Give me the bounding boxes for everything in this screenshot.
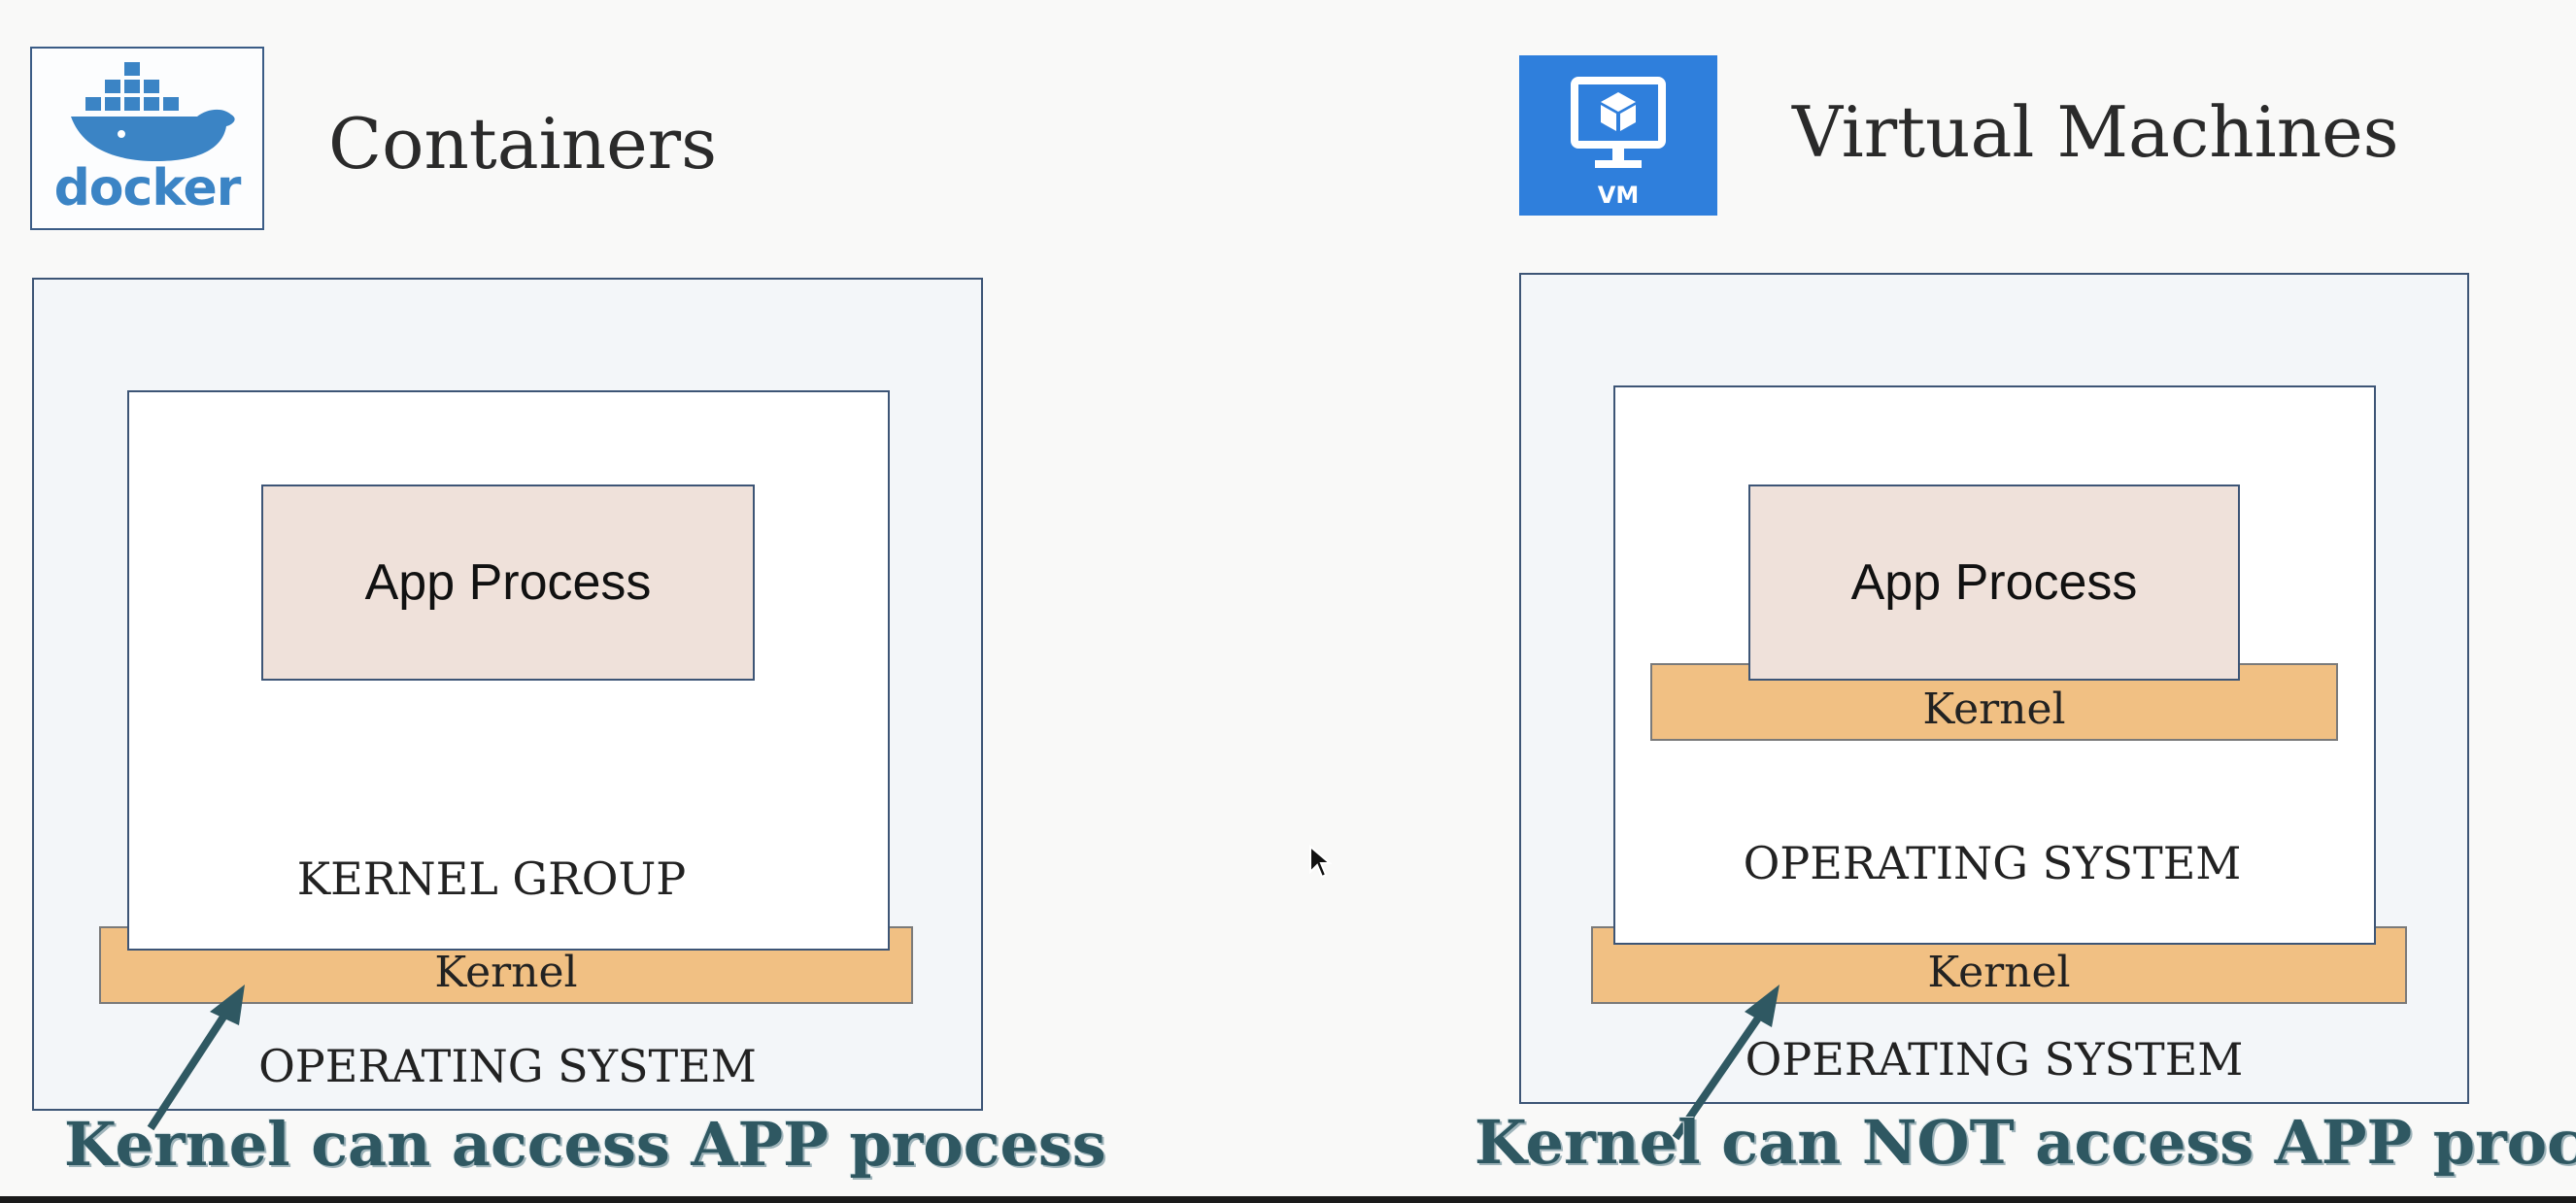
containers-arrow-icon (147, 985, 245, 1131)
vm-host-kernel-label: Kernel (1927, 947, 2071, 997)
docker-logo-text: docker (53, 159, 242, 217)
vm-app-process-box: App Process (1748, 485, 2240, 681)
vm-logo-text: VM (1597, 182, 1640, 209)
vm-guest-operating-system-label: OPERATING SYSTEM (1743, 837, 2242, 889)
mouse-pointer-icon (1309, 845, 1332, 879)
containers-app-process-box: App Process (261, 485, 755, 681)
containers-app-process-label: App Process (364, 554, 652, 611)
docker-whale-icon (71, 62, 235, 161)
docker-logo: docker (30, 47, 264, 230)
vm-guest-kernel-label: Kernel (1922, 684, 2066, 734)
virtual-machines-heading: Virtual Machines (1792, 91, 2399, 173)
containers-caption: Kernel can access APP process (64, 1109, 1106, 1180)
vm-arrow-icon (1672, 985, 1779, 1141)
vm-host-operating-system-label: OPERATING SYSTEM (1745, 1033, 2244, 1086)
bottom-edge-bar (0, 1196, 2576, 1203)
vm-logo: VM (1519, 55, 1717, 216)
vm-caption: Kernel can NOT access APP process (1474, 1107, 2576, 1178)
containers-kernel-label: Kernel (434, 947, 578, 997)
vm-app-process-label: App Process (1850, 554, 2138, 611)
containers-operating-system-label: OPERATING SYSTEM (258, 1040, 757, 1092)
kernel-group-label: KERNEL GROUP (296, 852, 687, 905)
vm-monitor-cube-icon (1571, 77, 1666, 168)
containers-heading: Containers (328, 103, 718, 184)
